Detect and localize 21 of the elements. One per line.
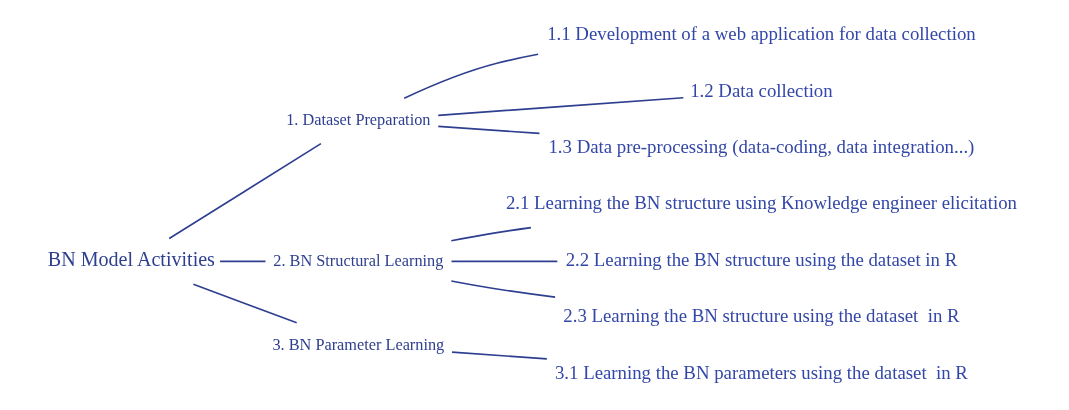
connector (192, 283, 298, 324)
connector (168, 142, 322, 240)
node-text: 2.2 Learning the BN structure using the dataset in R (565, 248, 958, 270)
connector (437, 96, 685, 117)
node-text: 1.3 Data pre-processing (data-coding, data integration...) (548, 135, 975, 157)
connector (450, 280, 556, 298)
connector (437, 125, 541, 135)
node-text: 2.1 Learning the BN structure using Knowledge engineer elicitation (505, 192, 1017, 214)
node-text: 2.3 Learning the BN structure using the dataset in R (563, 305, 960, 327)
connector (451, 351, 548, 360)
connector (219, 260, 267, 263)
node-text: 1.1 Development of a web application for data collection (547, 23, 976, 45)
node-text: BN Model Activities (47, 248, 215, 271)
node-text: 1. Dataset Preparation (286, 110, 431, 130)
connector (450, 260, 559, 263)
connector (450, 226, 532, 242)
node-text: 1.2 Data collection (690, 79, 833, 101)
node-text: 3.1 Learning the BN parameters using the dataset in R (554, 361, 968, 383)
node-text: 2. BN Structural Learning (273, 250, 444, 270)
node-text: 3. BN Parameter Learning (272, 334, 445, 354)
connector (403, 53, 539, 100)
